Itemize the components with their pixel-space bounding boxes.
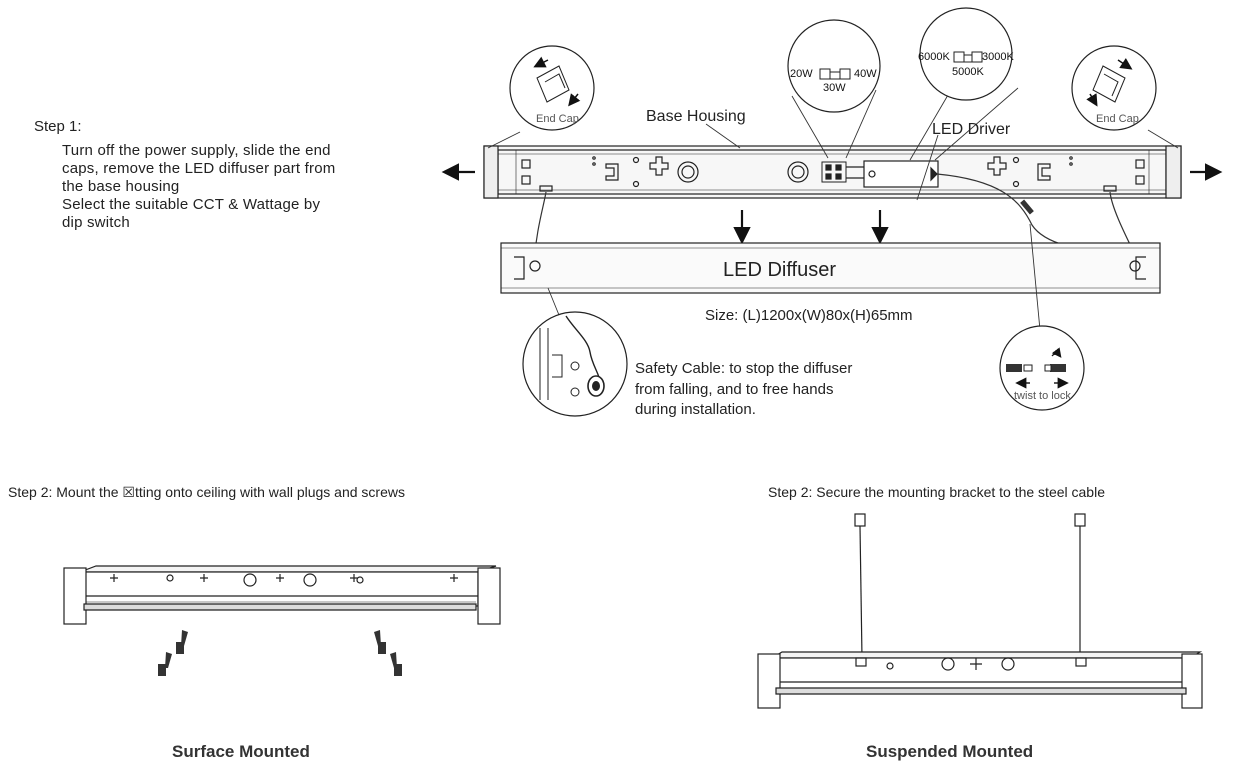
safety-line: Safety Cable: to stop the diffuser bbox=[635, 360, 853, 377]
base-housing-label: Base Housing bbox=[646, 108, 746, 125]
base-housing-drawing bbox=[483, 145, 1182, 199]
safety-line: from falling, and to free hands bbox=[635, 380, 834, 398]
suspended-mounted-fixture bbox=[757, 513, 1203, 709]
wattage-right-label: 40W bbox=[854, 68, 877, 80]
step1-title: Step 1: bbox=[34, 118, 82, 135]
wattage-dip-switch-callout bbox=[787, 19, 881, 113]
safety-cable-callout bbox=[522, 311, 628, 417]
leader-lines bbox=[487, 87, 1179, 331]
end-cap-right-label: End Cap bbox=[1096, 113, 1139, 125]
step1-line: Turn off the power supply, slide the end bbox=[62, 142, 331, 159]
cct-middle-label: 5000K bbox=[952, 66, 984, 78]
step1-line: caps, remove the LED diffuser part from bbox=[62, 160, 336, 177]
led-driver-label: LED Driver bbox=[932, 121, 1011, 138]
end-cap-right-callout bbox=[1071, 45, 1157, 131]
suspended-mounted-caption: Suspended Mounted bbox=[866, 742, 1034, 761]
safety-cable-note: Safety Cable: to stop the diffuser from … bbox=[635, 359, 895, 421]
end-cap-left-callout bbox=[509, 45, 595, 131]
cct-left-label: 6000K bbox=[918, 51, 950, 63]
size-label: Size: (L)1200x(W)80x(H)65mm bbox=[705, 307, 913, 324]
cct-right-label: 3000K bbox=[982, 51, 1014, 63]
wattage-middle-label: 30W bbox=[823, 82, 846, 94]
slide-arrows bbox=[441, 163, 1223, 245]
step1-instructions: Turn off the power supply, slide the end… bbox=[62, 142, 407, 232]
led-diffuser-label: LED Diffuser bbox=[723, 259, 837, 281]
step1-line: the base housing bbox=[62, 178, 180, 195]
wattage-left-label: 20W bbox=[790, 68, 813, 80]
twist-to-lock-label: twist to lock bbox=[1014, 390, 1071, 402]
cct-dip-switch-callout bbox=[919, 7, 1013, 101]
connector-callout bbox=[999, 325, 1085, 411]
surface-mounted-caption: Surface Mounted bbox=[172, 742, 310, 761]
end-cap-left-label: End Cap bbox=[536, 113, 579, 125]
step1-line: Select the suitable CCT & Wattage by bbox=[62, 196, 321, 213]
led-diffuser-drawing bbox=[500, 242, 1161, 294]
screws bbox=[158, 630, 402, 676]
step2-surface-instruction: Step 2: Mount the ☒tting onto ceiling wi… bbox=[8, 484, 405, 500]
step2-suspended-instruction: Step 2: Secure the mounting bracket to t… bbox=[768, 484, 1105, 500]
surface-mounted-fixture bbox=[63, 565, 501, 625]
step1-line: dip switch bbox=[62, 214, 130, 231]
safety-line: during installation. bbox=[635, 401, 756, 418]
